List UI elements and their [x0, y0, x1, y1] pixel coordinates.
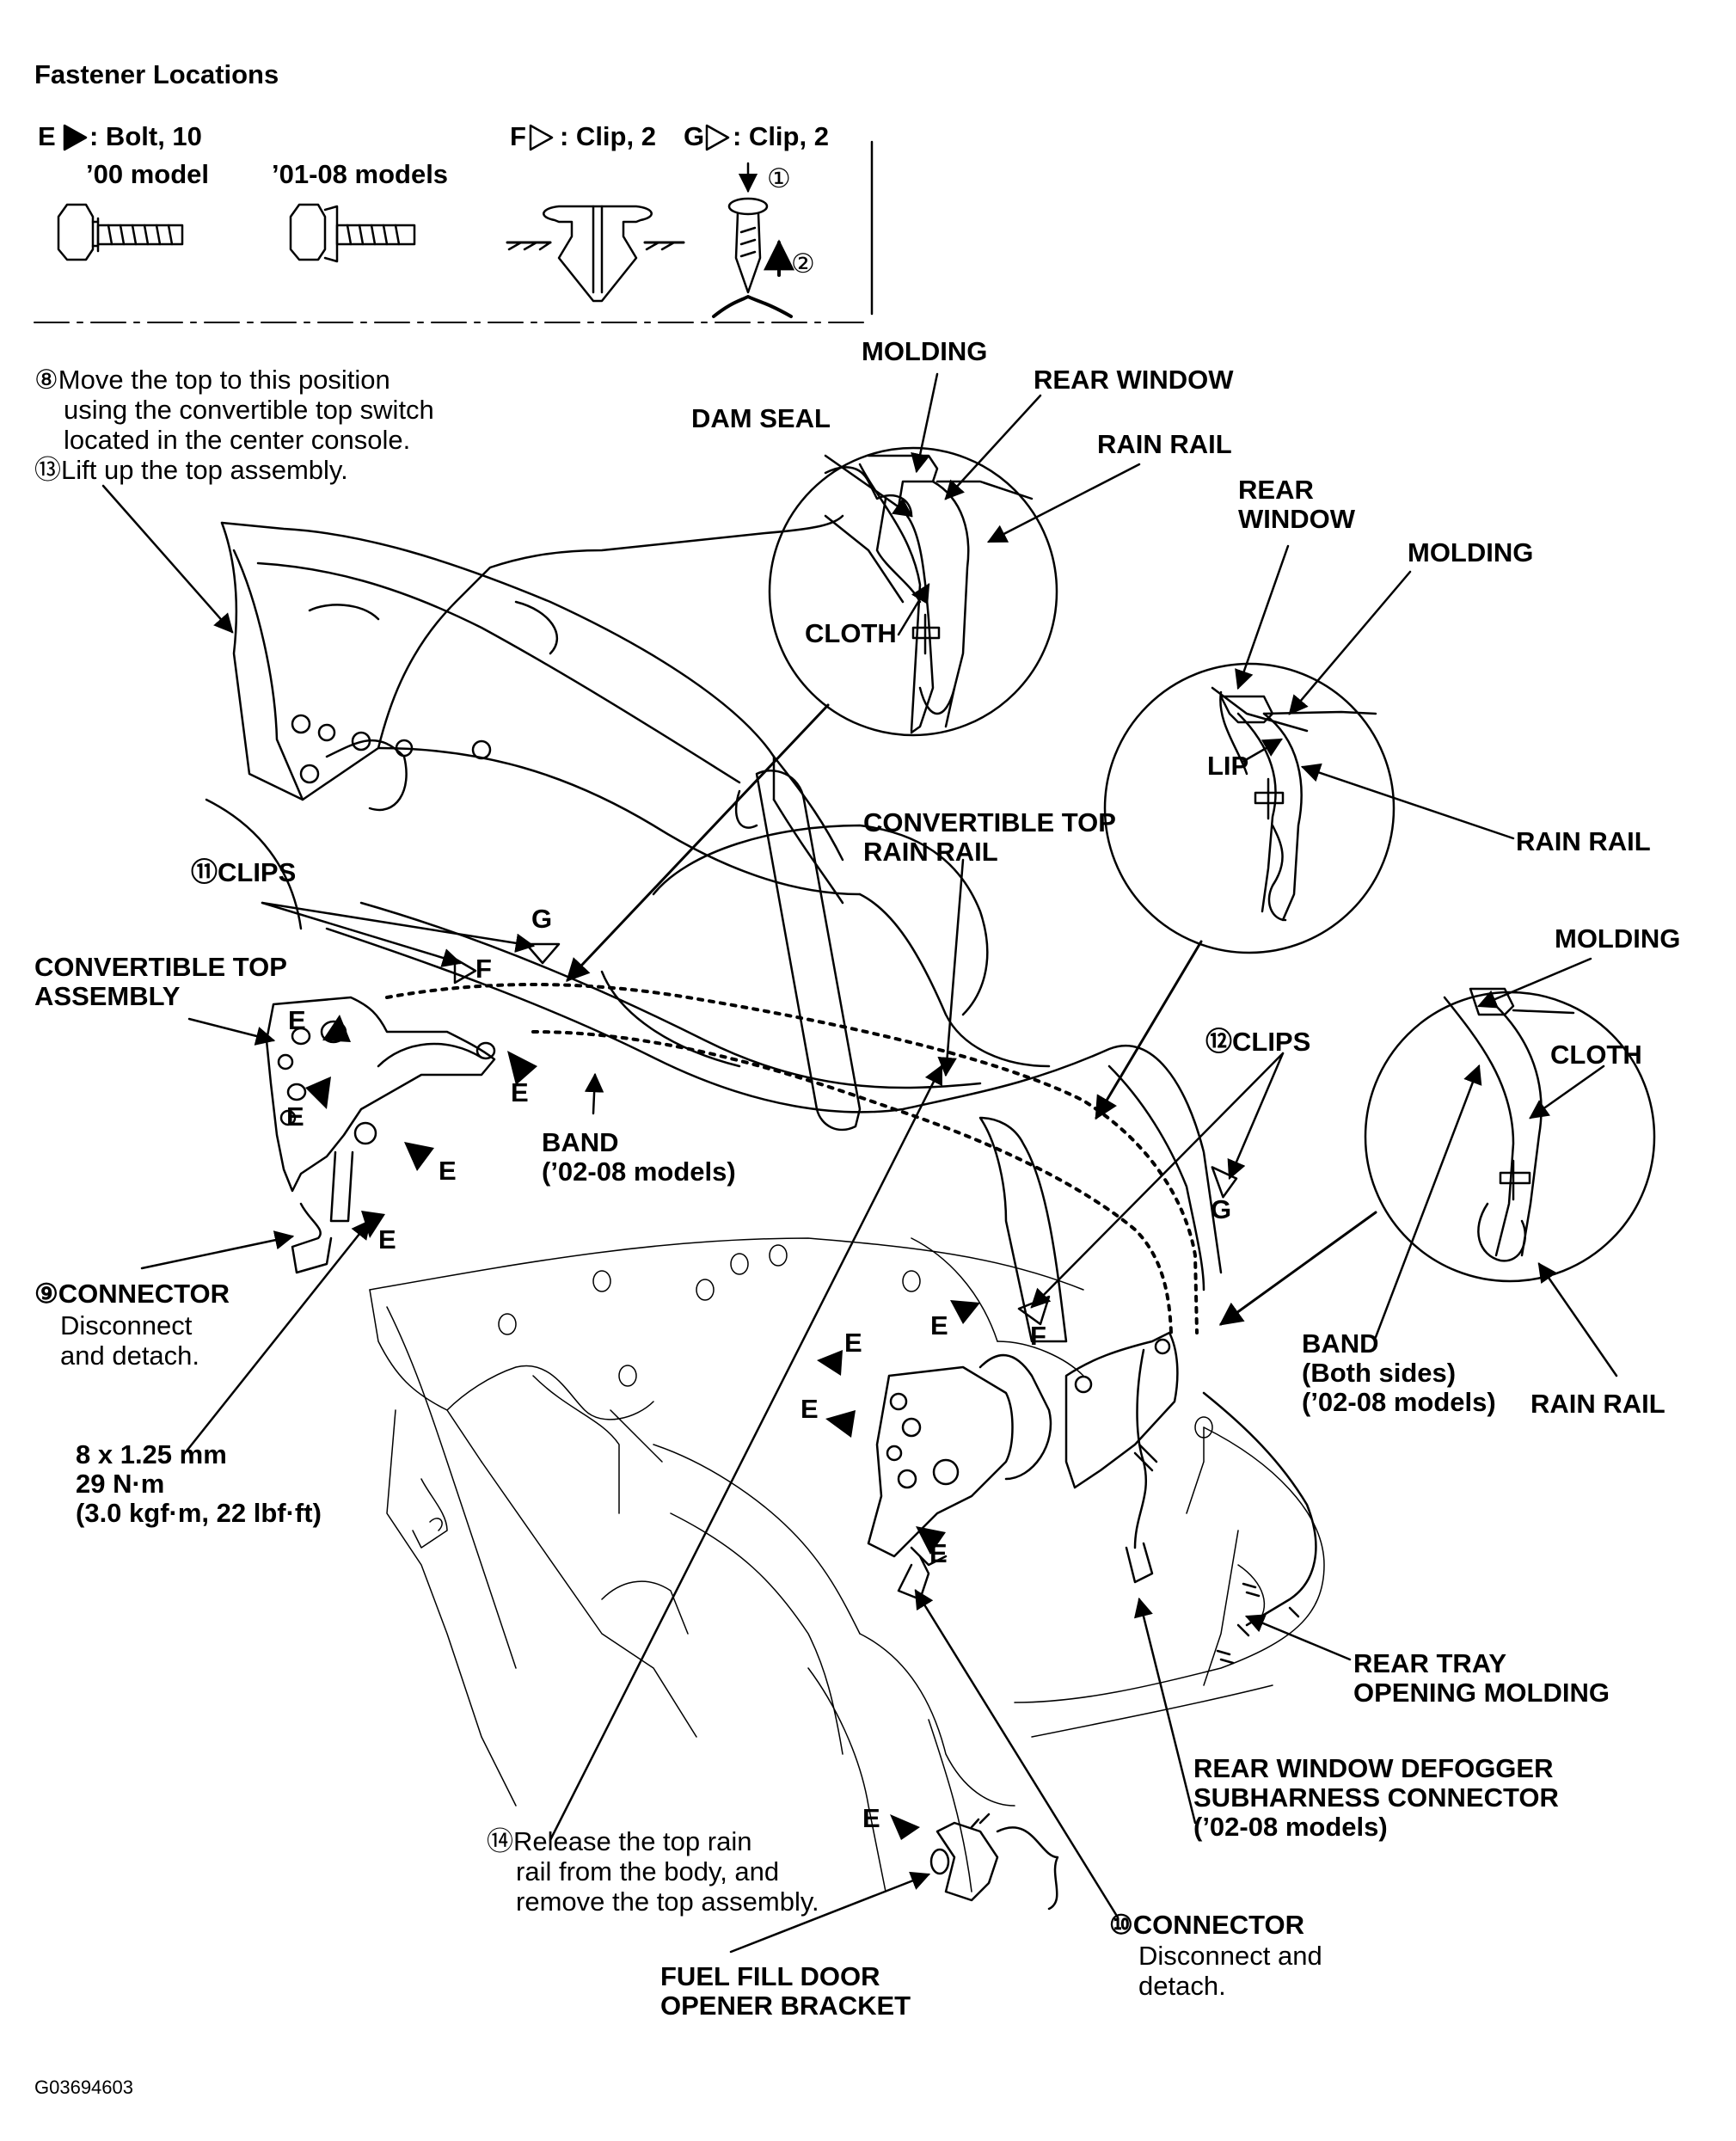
bolt-00-icon	[57, 203, 184, 261]
e-letter-3: E	[511, 1077, 529, 1107]
model-00-label: ’00 model	[86, 159, 209, 189]
rain-rail-label-1: RAIN RAIL	[1097, 429, 1232, 459]
rain-rail-label-3: RAIN RAIL	[1531, 1389, 1665, 1419]
e-letter-4: E	[439, 1156, 457, 1186]
g-letter-2: G	[1211, 1194, 1232, 1224]
rear-tray-molding-label: REAR TRAY OPENING MOLDING	[1353, 1648, 1610, 1708]
clip-g-marker-icon	[524, 942, 561, 965]
connector-10-instructions: Disconnect and detach.	[1138, 1941, 1322, 2001]
fuel-fill-door-bracket	[929, 1813, 1059, 1911]
band-label: BAND (’02-08 models)	[542, 1127, 736, 1187]
rear-tray-opening-molding	[1202, 1391, 1317, 1665]
e-letter-5: E	[378, 1224, 396, 1255]
connector-9-instructions: Disconnect and detach.	[60, 1310, 200, 1371]
dam-seal-label: DAM SEAL	[691, 403, 831, 433]
clips-11-label: ⑪CLIPS	[191, 857, 297, 887]
cloth-label-2: CLOTH	[1550, 1040, 1642, 1070]
e-letter-2: E	[286, 1101, 304, 1132]
right-hinge-assembly	[867, 1353, 1052, 1567]
detail-circle-2	[1103, 662, 1396, 954]
fastener-title: Fastener Locations	[34, 59, 279, 89]
clip-step-2: ②	[791, 248, 815, 279]
g-letter-1: G	[531, 904, 553, 934]
e-letter-8: E	[801, 1394, 819, 1424]
bolt-01-08-icon	[289, 203, 416, 263]
defogger-connector-label: REAR WINDOW DEFOGGER SUBHARNESS CONNECTO…	[1193, 1753, 1559, 1842]
step-14-note: ⑭Release the top rain rail from the body…	[487, 1826, 819, 1917]
convertible-top-frame	[205, 514, 1223, 1343]
bolt-e-desc: : Bolt, 10	[89, 121, 202, 151]
rear-window-label-1: REAR WINDOW	[1034, 365, 1234, 395]
clip-f-icon	[506, 205, 685, 303]
figure-id: G03694603	[34, 2077, 133, 2098]
step-8-note: ⑧Move the top to this position using the…	[34, 365, 434, 485]
fuel-fill-door-bracket-label: FUEL FILL DOOR OPENER BRACKET	[660, 1961, 911, 2021]
rain-rail-label-2: RAIN RAIL	[1516, 826, 1651, 856]
clip-f-desc: : Clip, 2	[560, 121, 656, 151]
right-bracket	[1064, 1331, 1179, 1584]
left-connector-icon	[291, 1202, 333, 1274]
clip-g-symbol-icon	[705, 124, 730, 151]
clip-g-desc: : Clip, 2	[733, 121, 829, 151]
molding-label-3: MOLDING	[1555, 923, 1681, 954]
f-letter-2: F	[1030, 1321, 1046, 1351]
right-connector-icon	[897, 1555, 930, 1601]
detail-circle-3	[1364, 987, 1656, 1283]
rear-window-label-2b: WINDOW	[1238, 504, 1356, 534]
clip-f-marker-2-icon	[1017, 1295, 1051, 1326]
molding-label-1: MOLDING	[862, 336, 988, 366]
model-01-08-label: ’01-08 models	[272, 159, 449, 189]
e-letter-6: E	[930, 1310, 948, 1340]
f-letter-1: F	[475, 954, 492, 984]
clip-f-marker-icon	[453, 957, 477, 985]
bolt-e-symbol-icon	[63, 124, 88, 151]
convertible-top-assembly-label: CONVERTIBLE TOP ASSEMBLY	[34, 952, 287, 1011]
clip-step-1: ①	[767, 163, 791, 193]
clips-12-label: ⑫CLIPS	[1205, 1027, 1311, 1057]
band-both-sides-label: BAND (Both sides) (’02-08 models)	[1302, 1328, 1496, 1417]
clip-g-letter: G	[684, 121, 705, 151]
clip-g-icon	[712, 162, 794, 318]
bolt-e-letter: E	[38, 121, 56, 151]
bolt-e-markers	[305, 1015, 980, 1840]
lip-label: LIP	[1207, 751, 1249, 781]
clip-g-marker-2-icon	[1211, 1166, 1238, 1199]
clip-f-symbol-icon	[529, 124, 554, 151]
e-letter-9: E	[929, 1538, 948, 1568]
e-letter-1: E	[288, 1005, 306, 1035]
convertible-top-rain-rail-label: CONVERTIBLE TOP RAIN RAIL	[863, 807, 1116, 867]
body-panels	[369, 1237, 1325, 1893]
e-letter-10: E	[862, 1803, 880, 1833]
connector-10-title: ⑩CONNECTOR	[1109, 1910, 1305, 1940]
left-hinge-assembly	[265, 996, 496, 1223]
e-letter-7: E	[844, 1328, 862, 1358]
clip-f-letter: F	[510, 121, 526, 151]
connector-9-title: ⑨CONNECTOR	[34, 1279, 230, 1309]
detail-circle-1	[768, 446, 1058, 737]
torque-spec: 8 x 1.25 mm 29 N·m (3.0 kgf·m, 22 lbf·ft…	[76, 1439, 322, 1528]
cloth-label-1: CLOTH	[805, 618, 897, 648]
rear-window-label-2a: REAR	[1238, 475, 1314, 505]
molding-label-2: MOLDING	[1408, 537, 1534, 567]
